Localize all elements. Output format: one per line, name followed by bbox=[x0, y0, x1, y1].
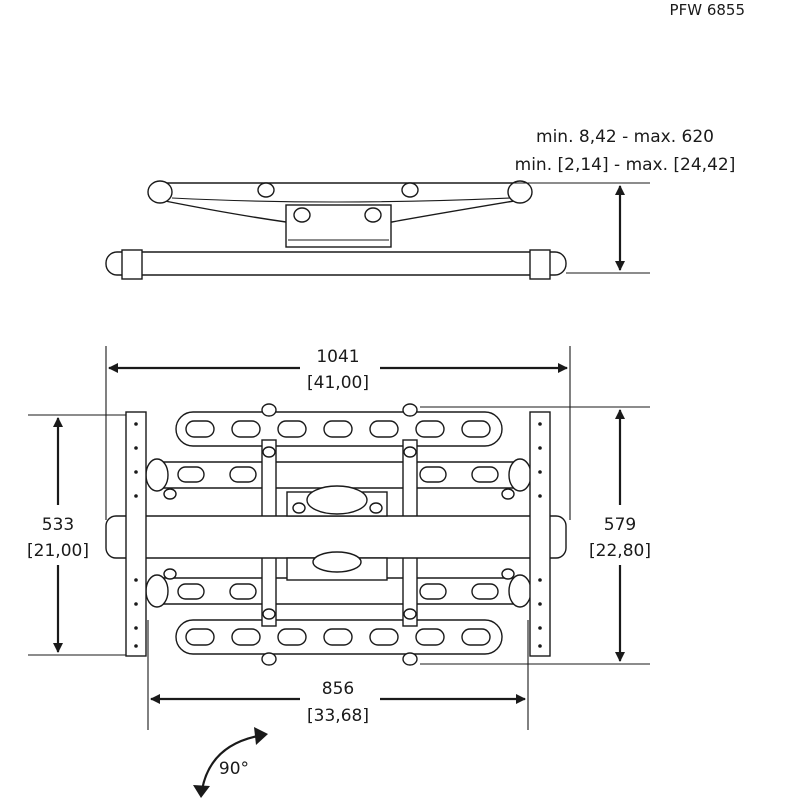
left-height-mm: 533 bbox=[42, 515, 74, 535]
rotation-arc bbox=[200, 734, 259, 791]
knob bbox=[261, 652, 277, 666]
overall-width-dimension: 1041 [41,00] bbox=[105, 346, 571, 520]
arm-tube-lower-middle bbox=[147, 577, 529, 605]
slot bbox=[231, 628, 261, 646]
slot bbox=[185, 420, 215, 438]
slot bbox=[419, 583, 447, 600]
rotation-arrow-head-top bbox=[254, 727, 268, 745]
overall-width-mm: 1041 bbox=[316, 347, 359, 367]
top-view-wall-bar bbox=[105, 251, 567, 276]
tube-cap-left-lower bbox=[145, 574, 169, 608]
wall-plate-right bbox=[529, 411, 551, 657]
slot bbox=[185, 628, 215, 646]
slot bbox=[277, 420, 307, 438]
right-height-mm: 579 bbox=[604, 515, 636, 535]
slot bbox=[177, 466, 205, 483]
middle-tube-slots bbox=[177, 466, 499, 600]
wall-plate-left bbox=[125, 411, 147, 657]
left-height-dimension: 533 [21,00] bbox=[27, 417, 89, 653]
strut-knobs bbox=[163, 403, 515, 666]
bracket-bolt bbox=[369, 502, 383, 514]
top-view-arm-end-right bbox=[507, 180, 533, 204]
slot bbox=[471, 466, 499, 483]
knob bbox=[402, 403, 418, 417]
slot bbox=[323, 628, 353, 646]
bottom-tube-slots bbox=[185, 628, 491, 646]
top-view bbox=[105, 180, 567, 280]
tube-cap-right-lower bbox=[508, 574, 532, 608]
top-view-bracket-right bbox=[529, 249, 551, 280]
front-view bbox=[28, 403, 650, 730]
left-height-inch: [21,00] bbox=[27, 541, 89, 561]
knob bbox=[403, 608, 417, 620]
rotation-arrow-head-bottom bbox=[193, 785, 210, 798]
slot bbox=[323, 420, 353, 438]
slot bbox=[177, 583, 205, 600]
top-tube-slots bbox=[185, 420, 491, 438]
knob bbox=[261, 403, 277, 417]
arm-tube-upper-middle bbox=[147, 461, 529, 489]
knob bbox=[403, 446, 417, 458]
right-height-dimension: 579 [22,80] bbox=[589, 409, 651, 662]
slot bbox=[277, 628, 307, 646]
tube-cap-left-upper bbox=[145, 458, 169, 492]
knob bbox=[163, 488, 177, 500]
top-view-hub-bolt bbox=[364, 207, 382, 223]
rotation-label: 90° bbox=[219, 759, 249, 779]
plate-width-dimension: 856 [33,68] bbox=[150, 676, 526, 726]
knob bbox=[501, 568, 515, 580]
plate-width-inch: [33,68] bbox=[307, 706, 369, 726]
slot bbox=[369, 420, 399, 438]
slot bbox=[461, 420, 491, 438]
center-pivot-bottom bbox=[312, 551, 362, 573]
slot bbox=[231, 420, 261, 438]
right-height-inch: [22,80] bbox=[589, 541, 651, 561]
model-number: PFW 6855 bbox=[670, 1, 745, 19]
depth-label-mm: min. 8,42 - max. 620 bbox=[536, 127, 714, 147]
slot bbox=[369, 628, 399, 646]
top-view-arm-end-left bbox=[147, 180, 173, 204]
knob bbox=[402, 652, 418, 666]
tube-cap-right-upper bbox=[508, 458, 532, 492]
slot bbox=[415, 420, 445, 438]
slot bbox=[471, 583, 499, 600]
overall-width-inch: [41,00] bbox=[307, 373, 369, 393]
knob bbox=[262, 446, 276, 458]
top-view-arm-edge bbox=[171, 197, 511, 203]
top-view-knob bbox=[401, 182, 419, 198]
top-view-knob bbox=[257, 182, 275, 198]
slot bbox=[415, 628, 445, 646]
slot bbox=[461, 628, 491, 646]
top-view-hub-bolt bbox=[293, 207, 311, 223]
bracket-bolt bbox=[292, 502, 306, 514]
rotation-indicator: 90° bbox=[193, 727, 268, 798]
slot bbox=[229, 583, 257, 600]
knob bbox=[262, 608, 276, 620]
slot bbox=[229, 466, 257, 483]
wall-plate-holes bbox=[134, 422, 542, 648]
slot bbox=[419, 466, 447, 483]
top-view-bracket-left bbox=[121, 249, 143, 280]
depth-dimension: min. 8,42 - max. 620 min. [2,14] - max. … bbox=[498, 127, 736, 274]
knob bbox=[501, 488, 515, 500]
knob bbox=[163, 568, 177, 580]
plate-width-mm: 856 bbox=[322, 679, 354, 699]
depth-label-inch: min. [2,14] - max. [24,42] bbox=[515, 155, 736, 175]
center-pivot-top bbox=[306, 485, 368, 515]
